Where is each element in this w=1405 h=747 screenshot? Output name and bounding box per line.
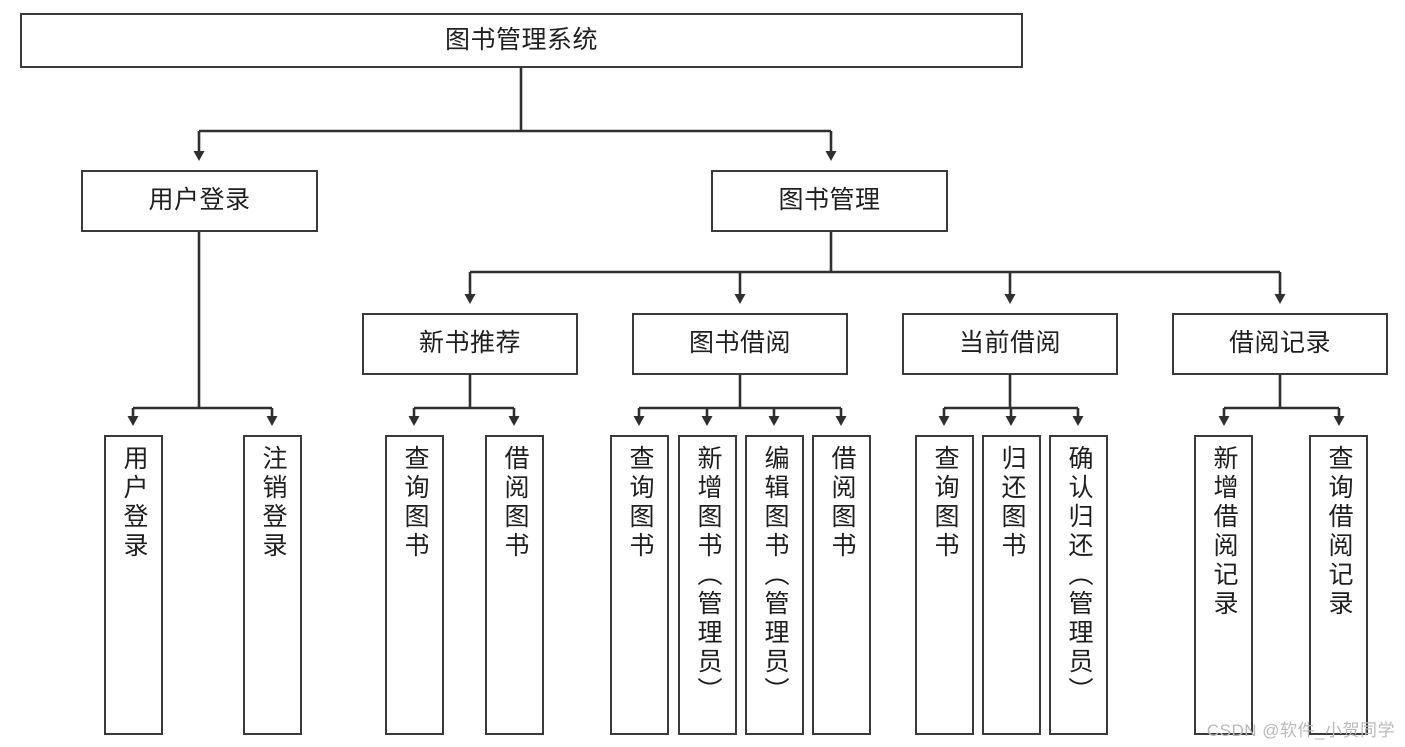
node-label: 确认归还（管理员）: [1065, 445, 1093, 706]
watermark-text: CSDN @软件_小贺同学: [1206, 721, 1395, 740]
leaf-user-login-logout[interactable]: 注销登录: [243, 435, 302, 735]
node-label: 注销登录: [259, 445, 287, 561]
node-book-borrow[interactable]: 图书借阅: [632, 313, 848, 375]
node-label: 借阅记录: [1228, 329, 1331, 358]
node-label: 查询图书: [401, 445, 429, 561]
node-label: 借阅图书: [501, 445, 529, 561]
node-label: 查询借阅记录: [1325, 445, 1353, 619]
node-label: 用户登录: [120, 445, 148, 561]
node-current-borrow[interactable]: 当前借阅: [902, 313, 1118, 375]
leaf-current-borrow-confirm-return[interactable]: 确认归还（管理员）: [1049, 435, 1108, 735]
leaf-book-borrow-query[interactable]: 查询图书: [610, 435, 669, 735]
node-label: 当前借阅: [958, 329, 1061, 358]
node-label: 用户登录: [148, 186, 251, 215]
leaf-new-book-borrow[interactable]: 借阅图书: [485, 435, 544, 735]
node-new-book-recommend[interactable]: 新书推荐: [362, 313, 578, 375]
node-label: 新增借阅记录: [1210, 445, 1238, 619]
node-book-management[interactable]: 图书管理: [711, 170, 948, 232]
node-label: 图书管理系统: [444, 25, 598, 54]
node-borrow-record[interactable]: 借阅记录: [1172, 313, 1388, 375]
leaf-current-borrow-query[interactable]: 查询图书: [915, 435, 974, 735]
leaf-borrow-record-add[interactable]: 新增借阅记录: [1194, 435, 1253, 735]
leaf-user-login-login[interactable]: 用户登录: [104, 435, 163, 735]
node-label: 图书借阅: [688, 329, 791, 358]
node-label: 图书管理: [778, 186, 881, 215]
leaf-book-borrow-edit[interactable]: 编辑图书（管理员）: [745, 435, 804, 735]
node-root-system[interactable]: 图书管理系统: [20, 13, 1023, 68]
node-label: 借阅图书: [828, 445, 856, 561]
node-label: 编辑图书（管理员）: [761, 445, 789, 706]
node-label: 查询图书: [626, 445, 654, 561]
node-label: 新增图书（管理员）: [694, 445, 722, 706]
node-user-login[interactable]: 用户登录: [81, 170, 318, 232]
leaf-current-borrow-return[interactable]: 归还图书: [982, 435, 1041, 735]
node-label: 查询图书: [931, 445, 959, 561]
leaf-borrow-record-query[interactable]: 查询借阅记录: [1309, 435, 1368, 735]
leaf-book-borrow-add[interactable]: 新增图书（管理员）: [678, 435, 737, 735]
leaf-new-book-query[interactable]: 查询图书: [385, 435, 444, 735]
node-label: 新书推荐: [418, 329, 521, 358]
leaf-book-borrow-borrow[interactable]: 借阅图书: [812, 435, 871, 735]
node-label: 归还图书: [998, 445, 1026, 561]
